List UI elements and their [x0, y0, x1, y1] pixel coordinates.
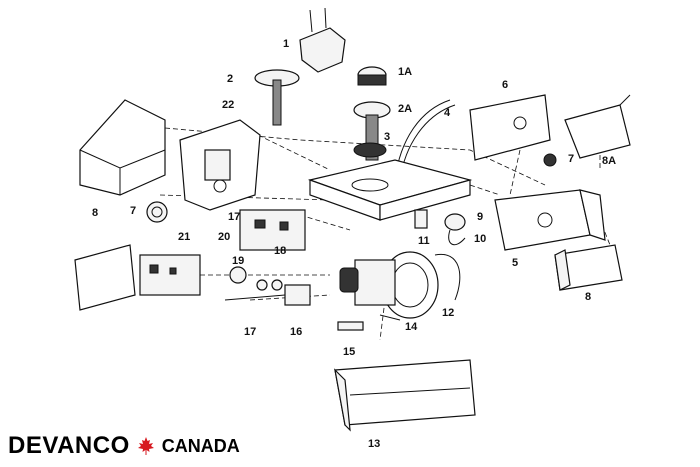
part-label-4: 4 — [444, 107, 451, 119]
lens-part-8a — [564, 94, 631, 159]
part-label-11: 11 — [418, 235, 430, 247]
left-cover-part-8 — [79, 99, 166, 196]
motor-part-12 — [354, 251, 461, 319]
part-label-8a: 8A — [602, 155, 616, 167]
maple-leaf-icon — [137, 437, 154, 455]
part-label-8-left: 8 — [92, 207, 98, 219]
gear-part-19 — [229, 266, 247, 284]
part-label-12: 12 — [442, 307, 454, 319]
brand-country: CANADA — [161, 435, 240, 456]
part-label-1a: 1A — [398, 66, 412, 78]
circuit-board-parts-17-18-20 — [239, 209, 306, 251]
part-label-2: 2 — [227, 73, 233, 85]
part-label-10: 10 — [474, 233, 486, 245]
brand-name: DEVANCO — [8, 432, 130, 459]
part-label-16: 16 — [290, 326, 302, 338]
part-label-1: 1 — [283, 38, 289, 50]
brand-logo: DEVANCO CANADA — [8, 431, 240, 461]
part-label-6: 6 — [502, 79, 508, 91]
part-label-5: 5 — [512, 257, 518, 269]
wiring-assembly-16-17 — [224, 279, 311, 306]
screw-part-14 — [379, 314, 401, 321]
part-label-9: 9 — [477, 211, 483, 223]
part-label-13: 13 — [368, 438, 380, 450]
part-label-3: 3 — [384, 131, 390, 143]
part-label-20: 20 — [218, 231, 230, 243]
knob-part-7-right — [543, 153, 557, 167]
gear-part-2a — [353, 101, 391, 161]
part-label-18: 18 — [274, 245, 286, 257]
sensor-parts-9-10-11 — [414, 209, 466, 246]
plate-part-6 — [469, 94, 551, 161]
part-label-2a: 2A — [398, 103, 412, 115]
bracket-part-15 — [337, 321, 364, 331]
bracket-part-22 — [179, 119, 261, 211]
top-housing-part-1 — [299, 7, 346, 73]
end-panel-part-5 — [494, 189, 606, 251]
part-label-21: 21 — [178, 231, 190, 243]
part-label-7-right: 7 — [568, 153, 574, 165]
part-label-7-left: 7 — [130, 205, 136, 217]
part-label-19: 19 — [232, 255, 244, 267]
knob-part-7-left — [146, 201, 168, 223]
right-cover-part-8 — [554, 244, 623, 291]
part-label-15: 15 — [343, 346, 355, 358]
rail-bracket-part-13 — [334, 359, 476, 432]
part-label-14: 14 — [405, 321, 418, 333]
part-label-17-upper: 17 — [228, 211, 240, 223]
part-label-22: 22 — [222, 99, 234, 111]
circuit-board-part-21 — [74, 244, 201, 311]
shaft-part-2 — [254, 69, 300, 126]
drive-coil — [339, 267, 359, 293]
part-labels: 1 1A 2 2A 3 4 5 6 7 7 8 8 8A 9 10 11 12 … — [92, 38, 616, 450]
part-label-8-right: 8 — [585, 291, 591, 303]
chassis-frame — [307, 159, 473, 221]
cap-part-1a — [357, 66, 387, 86]
part-label-17-lower: 17 — [244, 326, 256, 338]
